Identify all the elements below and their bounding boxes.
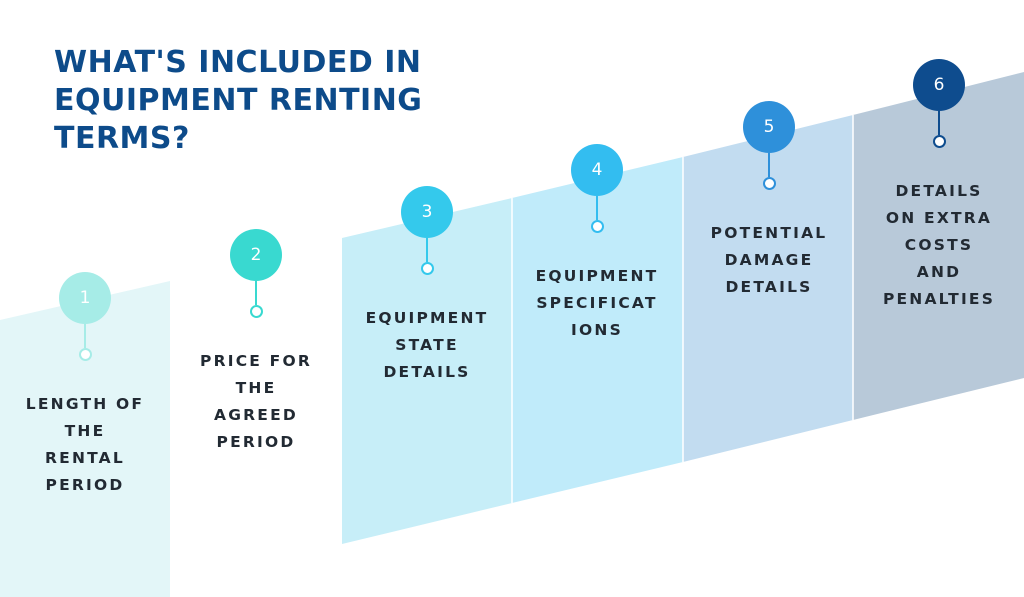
connector-line <box>84 324 86 348</box>
panel-4 <box>512 157 683 503</box>
page-title: WHAT'S INCLUDED IN EQUIPMENT RENTING TER… <box>54 44 474 158</box>
label-line: LENGTH OF <box>25 395 145 413</box>
connector-line <box>426 238 428 262</box>
connector-line <box>596 196 598 220</box>
label-line: PRICE FOR <box>200 352 312 370</box>
step-label: EQUIPMENT SPECIFICAT IONS <box>522 263 672 344</box>
panel-1 <box>0 281 170 597</box>
panel-3 <box>342 198 512 544</box>
step-number-badge: 2 <box>230 229 282 281</box>
label-line: DETAILS <box>383 363 471 381</box>
connector-line <box>768 153 770 177</box>
step-label: LENGTH OF THE RENTAL PERIOD <box>10 391 160 499</box>
title-line: WHAT'S INCLUDED IN <box>54 45 422 80</box>
label-line: PERIOD <box>216 433 296 451</box>
connector-dot <box>590 220 604 233</box>
label-line: EQUIPMENT <box>365 309 489 327</box>
label-line: AGREED <box>214 406 298 424</box>
connector-dot <box>78 348 92 361</box>
label-line: THE <box>64 422 106 440</box>
label-line: THE <box>235 379 277 397</box>
label-line: IONS <box>571 321 623 339</box>
connector-dot <box>249 305 263 318</box>
label-line: SPECIFICAT <box>536 294 658 312</box>
panel-6 <box>853 72 1024 420</box>
label-line: PERIOD <box>45 476 125 494</box>
connector-line <box>255 281 257 305</box>
step-2: 2 PRICE FOR THE AGREED PERIOD <box>181 229 331 456</box>
label-line: RENTAL <box>45 449 125 467</box>
step-label: DETAILS ON EXTRA COSTS AND PENALTIES <box>864 178 1014 313</box>
step-6: 6 DETAILS ON EXTRA COSTS AND PENALTIES <box>864 59 1014 313</box>
title-line: TERMS? <box>54 121 190 156</box>
step-label: EQUIPMENT STATE DETAILS <box>352 305 502 386</box>
step-label: POTENTIAL DAMAGE DETAILS <box>694 220 844 301</box>
step-1: 1 LENGTH OF THE RENTAL PERIOD <box>10 272 160 499</box>
label-line: DAMAGE <box>724 251 814 269</box>
connector-dot <box>762 177 776 190</box>
label-line: STATE <box>395 336 459 354</box>
label-line: DETAILS <box>725 278 813 296</box>
connector-dot <box>932 135 946 148</box>
step-number-badge: 1 <box>59 272 111 324</box>
connector-line <box>938 111 940 135</box>
step-number-badge: 5 <box>743 101 795 153</box>
label-line: DETAILS <box>895 182 983 200</box>
step-3: 3 EQUIPMENT STATE DETAILS <box>352 186 502 386</box>
label-line: COSTS <box>904 236 974 254</box>
step-number-badge: 4 <box>571 144 623 196</box>
step-number-badge: 6 <box>913 59 965 111</box>
step-4: 4 EQUIPMENT SPECIFICAT IONS <box>522 144 672 344</box>
label-line: PENALTIES <box>882 290 996 308</box>
label-line: EQUIPMENT <box>535 267 659 285</box>
connector-dot <box>420 262 434 275</box>
label-line: AND <box>916 263 962 281</box>
step-5: 5 POTENTIAL DAMAGE DETAILS <box>694 101 844 301</box>
label-line: POTENTIAL <box>710 224 828 242</box>
panel-2 <box>170 240 342 597</box>
panel-5 <box>683 115 853 462</box>
step-label: PRICE FOR THE AGREED PERIOD <box>181 348 331 456</box>
title-line: EQUIPMENT RENTING <box>54 83 423 118</box>
label-line: ON EXTRA <box>885 209 993 227</box>
step-number-badge: 3 <box>401 186 453 238</box>
